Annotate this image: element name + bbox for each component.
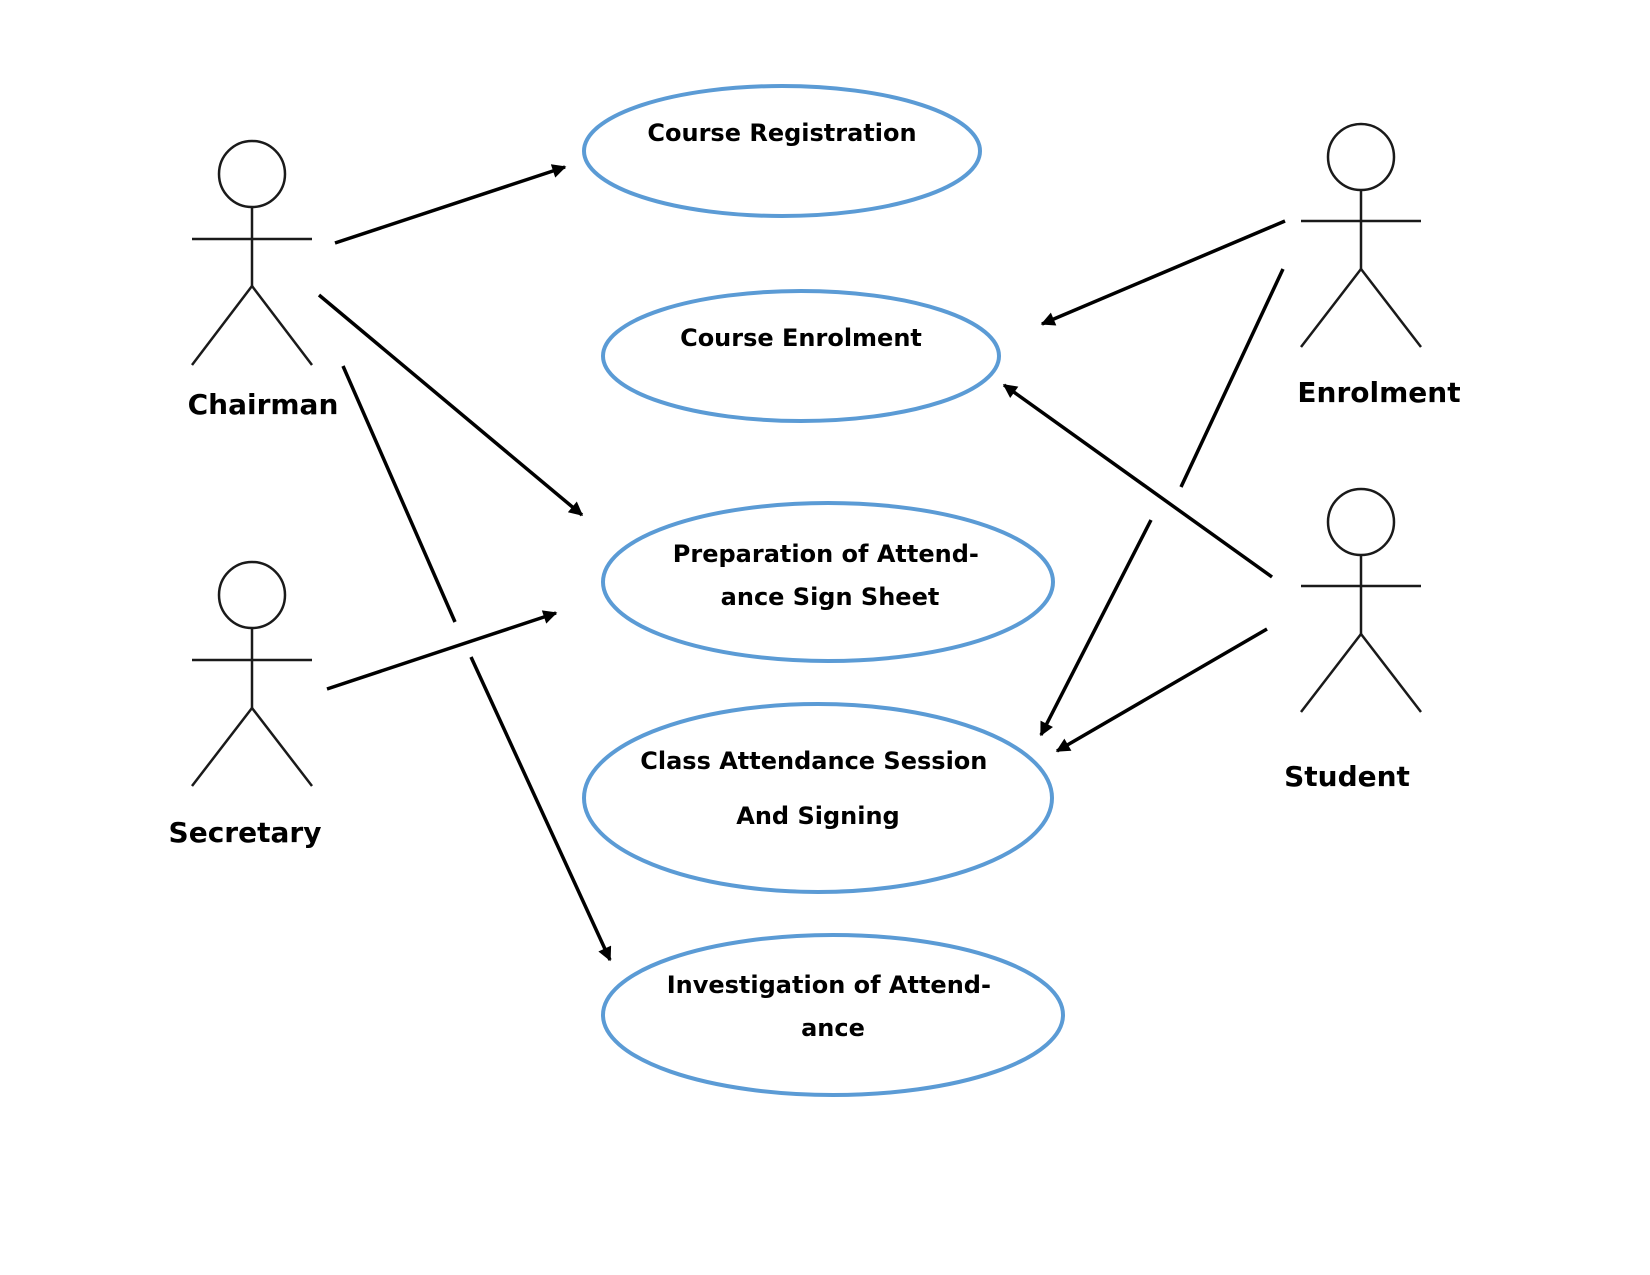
use-case-label: Course Enrolment	[680, 324, 922, 352]
stick-figure-icon	[1300, 487, 1422, 713]
association-chairman-investigation	[341, 365, 612, 962]
use-case-preparation: Preparation of Attend- ance Sign Sheet	[601, 501, 1055, 663]
use-case-ellipse	[601, 933, 1065, 1097]
actor-secretary: Secretary	[169, 560, 322, 849]
use-case-label: Investigation of Attend- ance	[667, 971, 1000, 1042]
actor-chairman: Chairman	[188, 139, 339, 421]
association-enrolment-course-enrolment	[1040, 219, 1286, 326]
association-secretary-preparation	[326, 610, 558, 691]
use-case-label: Course Registration	[647, 119, 916, 147]
actor-label: Chairman	[188, 388, 339, 421]
stick-figure-icon	[191, 560, 313, 787]
actor-label: Student	[1284, 760, 1410, 793]
association-enrolment-class-attendance	[1039, 268, 1285, 737]
use-case-label: Preparation of Attend- ance Sign Sheet	[673, 540, 987, 611]
associations	[317, 164, 1286, 962]
use-case-ellipse	[582, 702, 1054, 894]
use-case-ellipse	[601, 501, 1055, 663]
association-student-class-attendance	[1055, 627, 1268, 753]
use-case-course-enrolment: Course Enrolment	[601, 289, 1001, 423]
actor-student: Student	[1284, 487, 1422, 793]
use-case-course-registration: Course Registration	[582, 84, 982, 218]
stick-figure-icon	[1300, 122, 1422, 348]
use-case-ellipse	[582, 84, 982, 218]
actor-enrolment: Enrolment	[1297, 122, 1461, 409]
use-case-investigation: Investigation of Attend- ance	[601, 933, 1065, 1097]
use-case-class-attendance: Class Attendance Session And Signing	[582, 702, 1054, 894]
use-case-ellipse	[601, 289, 1001, 423]
actor-label: Secretary	[169, 816, 322, 849]
association-chairman-preparation	[317, 293, 584, 517]
association-chairman-course-registration	[334, 164, 567, 245]
actor-label: Enrolment	[1297, 376, 1460, 409]
association-student-course-enrolment	[1002, 383, 1274, 579]
stick-figure-icon	[191, 139, 313, 366]
use-case-label: Class Attendance Session And Signing	[640, 747, 995, 830]
